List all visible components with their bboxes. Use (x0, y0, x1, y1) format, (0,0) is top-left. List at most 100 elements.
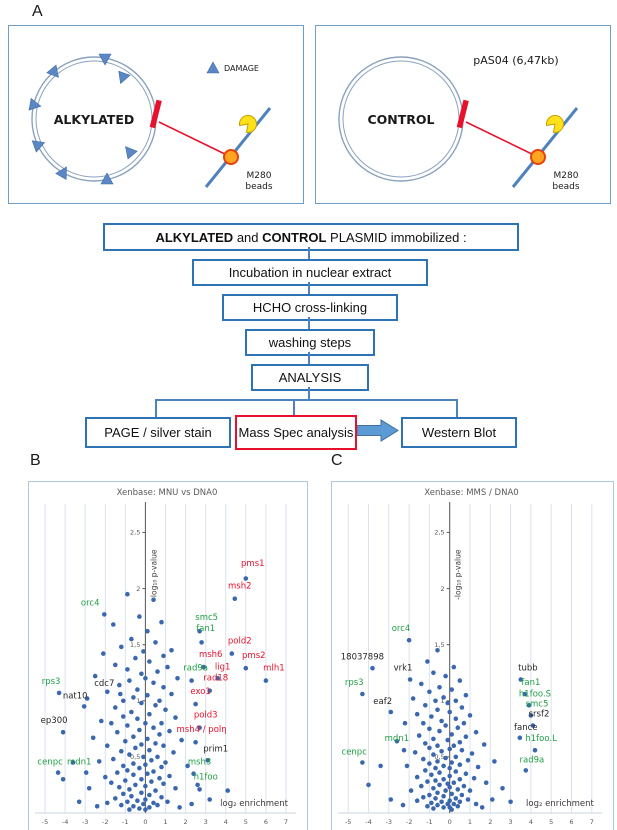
damage-triangle-icon (98, 53, 112, 66)
data-point (151, 725, 156, 730)
x-tick-label: -4 (62, 818, 68, 826)
data-point (431, 752, 436, 757)
data-point (143, 807, 148, 812)
data-point (445, 801, 450, 807)
data-point (173, 715, 178, 720)
beads-label-line1: M280 (247, 171, 272, 181)
data-point (127, 807, 132, 812)
data-point (159, 795, 164, 800)
data-point-cenpc (55, 770, 61, 775)
data-point (457, 762, 463, 767)
data-point (119, 644, 124, 650)
point-label: mlh1 (263, 664, 284, 674)
flow-step-crosslinking: HCHO cross-linking (222, 294, 398, 321)
data-point (123, 738, 128, 744)
y-tick-label: 1,5 (130, 641, 140, 649)
data-point (185, 763, 190, 769)
data-point (137, 806, 142, 811)
data-point (492, 759, 497, 764)
point-label: srsf2 (529, 710, 550, 720)
data-point (105, 743, 110, 748)
flow-bold-control: CONTROL (262, 229, 327, 245)
data-point (427, 761, 432, 766)
data-point (127, 678, 132, 683)
data-point (195, 782, 200, 788)
x-tick-label: 3 (204, 818, 208, 826)
x-tick-label: -4 (365, 818, 371, 826)
data-point-lig1 (215, 676, 220, 681)
data-point (127, 787, 132, 792)
data-point (433, 796, 438, 801)
data-point (459, 792, 465, 798)
data-point-fance (517, 735, 523, 741)
point-label: smc5 (195, 613, 218, 623)
data-point (441, 763, 446, 769)
damage-triangle-icon (55, 166, 67, 180)
flow-bold-alkylated: ALKYLATED (155, 229, 234, 245)
data-point (171, 750, 176, 755)
x-tick-label: 6 (569, 818, 573, 826)
x-tick-label: -2 (406, 818, 412, 826)
data-point (141, 801, 146, 807)
damage-triangle-icon (28, 97, 42, 111)
point-label: fan1 (196, 624, 215, 634)
data-point (207, 797, 212, 802)
data-point (147, 792, 152, 798)
chart-title: Xenbase: MNU vs DNA0 (117, 488, 218, 498)
data-point (167, 728, 172, 734)
point-label: 18037898 (341, 652, 384, 662)
data-point (388, 797, 394, 802)
data-point (155, 802, 160, 808)
data-point (435, 743, 440, 748)
data-point (475, 764, 481, 770)
data-point (445, 700, 450, 706)
point-label: rad18 (203, 674, 228, 684)
data-point (84, 696, 90, 701)
damage-triangles (28, 53, 138, 185)
y-tick-label: 2 (441, 585, 445, 593)
data-point (153, 788, 158, 793)
data-point (135, 716, 140, 721)
data-point (94, 804, 100, 809)
data-point (465, 797, 471, 802)
magnetic-bead-icon (223, 149, 239, 165)
panel-a-label: A (32, 3, 43, 20)
data-point (453, 796, 459, 801)
data-point (125, 768, 130, 773)
flow-connector (308, 317, 310, 329)
flow-step-incubation: Incubation in nuclear extract (192, 259, 428, 286)
data-point (159, 720, 164, 726)
data-point-rps3 (360, 691, 365, 697)
data-point (149, 779, 154, 784)
panel-b-label: B (30, 452, 41, 469)
point-label: msh2 (228, 582, 252, 592)
data-point-smc5 (197, 628, 202, 634)
data-point (433, 765, 438, 771)
data-point (473, 801, 479, 807)
data-point (161, 743, 166, 748)
data-point (143, 762, 148, 767)
data-point (147, 711, 152, 717)
data-point-orc4 (102, 612, 107, 617)
data-point (133, 655, 138, 661)
data-point (129, 793, 134, 799)
flow-connector (293, 399, 295, 415)
flow-leaf-mass-spec: Mass Spec analysis (235, 415, 357, 450)
data-point (139, 671, 144, 677)
point-label: fan1 (521, 678, 540, 688)
data-point-msh3 (191, 771, 196, 776)
data-point (431, 736, 436, 742)
flow-connector (308, 387, 310, 400)
data-point (453, 754, 459, 760)
point-label: pms1 (241, 559, 265, 569)
data-point (429, 800, 434, 806)
flow-step-incubation-label: Incubation in nuclear extract (228, 265, 392, 280)
plasmid-size-label: pAS04 (6,47kb) (473, 54, 558, 67)
data-point (115, 729, 120, 735)
flow-connector (155, 399, 458, 401)
data-point (90, 735, 96, 741)
data-point-pms2 (243, 665, 249, 671)
data-point (431, 786, 436, 791)
point-label: rps3 (345, 678, 364, 688)
